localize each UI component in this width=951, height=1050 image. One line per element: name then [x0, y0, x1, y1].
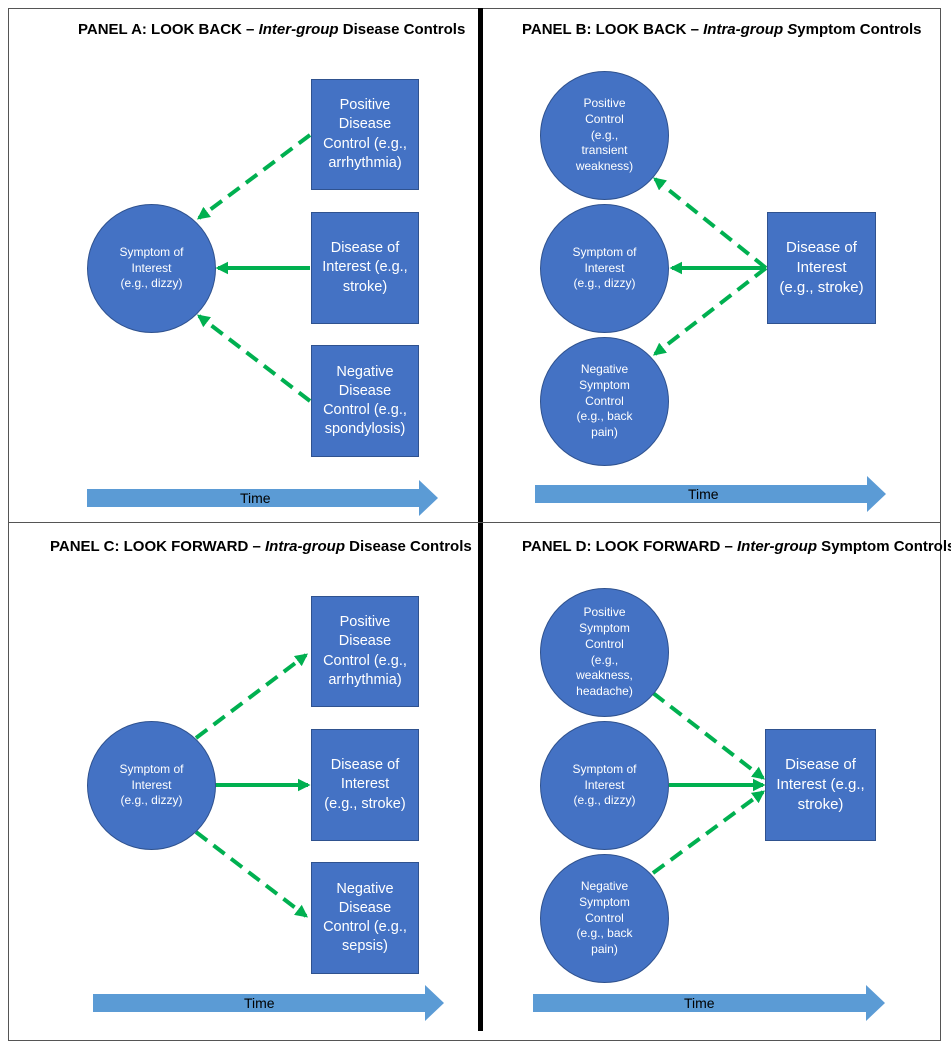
panel-c-symptom-circle: Symptom of Interest (e.g., dizzy): [87, 721, 216, 850]
arrow-c-positive: [194, 653, 309, 740]
time-arrow-a: [87, 480, 438, 516]
panel-b-positive-control-circle: Positive Control (e.g., transient weakne…: [540, 71, 669, 200]
arrow-c-negative: [194, 830, 309, 918]
panel-a-disease-box: Disease of Interest (e.g., stroke): [311, 212, 419, 324]
time-label-d: Time: [684, 995, 715, 1011]
arrow-d-negative: [651, 790, 766, 875]
arrow-a-negative: [196, 314, 312, 403]
panel-d-symptom-circle: Symptom of Interest (e.g., dizzy): [540, 721, 669, 850]
arrow-b-positive: [653, 177, 768, 270]
arrow-d-positive: [651, 691, 766, 780]
panel-d-negative-control-circle: Negative Symptom Control (e.g., back pai…: [540, 854, 669, 983]
panel-d-positive-control-circle: Positive Symptom Control (e.g., weakness…: [540, 588, 669, 717]
time-label-a: Time: [240, 490, 271, 506]
arrow-b-negative: [652, 266, 768, 356]
panel-b-symptom-circle: Symptom of Interest (e.g., dizzy): [540, 204, 669, 333]
panel-a-negative-control-box: Negative Disease Control (e.g., spondylo…: [311, 345, 419, 457]
figure-frame: [8, 8, 941, 1041]
panel-c-negative-control-box: Negative Disease Control (e.g., sepsis): [311, 862, 419, 974]
horizontal-divider: [8, 522, 941, 523]
time-arrow-b: [535, 476, 886, 512]
panel-d-disease-box: Disease of Interest (e.g., stroke): [765, 729, 876, 841]
panel-b-disease-box: Disease of Interest (e.g., stroke): [767, 212, 876, 324]
time-label-b: Time: [688, 486, 719, 502]
panel-c-title: PANEL C: LOOK FORWARD – Intra-group Dise…: [50, 538, 472, 555]
panel-a-symptom-circle: Symptom of Interest (e.g., dizzy): [87, 204, 216, 333]
panel-b-negative-control-circle: Negative Symptom Control (e.g., back pai…: [540, 337, 669, 466]
time-label-c: Time: [244, 995, 275, 1011]
panel-b-title: PANEL B: LOOK BACK – Intra-group Symptom…: [522, 21, 922, 38]
time-arrow-d: [533, 985, 885, 1021]
vertical-divider: [478, 8, 483, 1031]
panel-a-title: PANEL A: LOOK BACK – Inter-group Disease…: [78, 21, 466, 38]
arrow-a-positive: [196, 133, 312, 220]
panel-c-positive-control-box: Positive Disease Control (e.g., arrhythm…: [311, 596, 419, 707]
panel-d-title: PANEL D: LOOK FORWARD – Inter-group Symp…: [522, 538, 951, 555]
panel-c-disease-box: Disease of Interest (e.g., stroke): [311, 729, 419, 841]
panel-a-positive-control-box: Positive Disease Control (e.g., arrhythm…: [311, 79, 419, 190]
time-arrow-c: [93, 985, 444, 1021]
